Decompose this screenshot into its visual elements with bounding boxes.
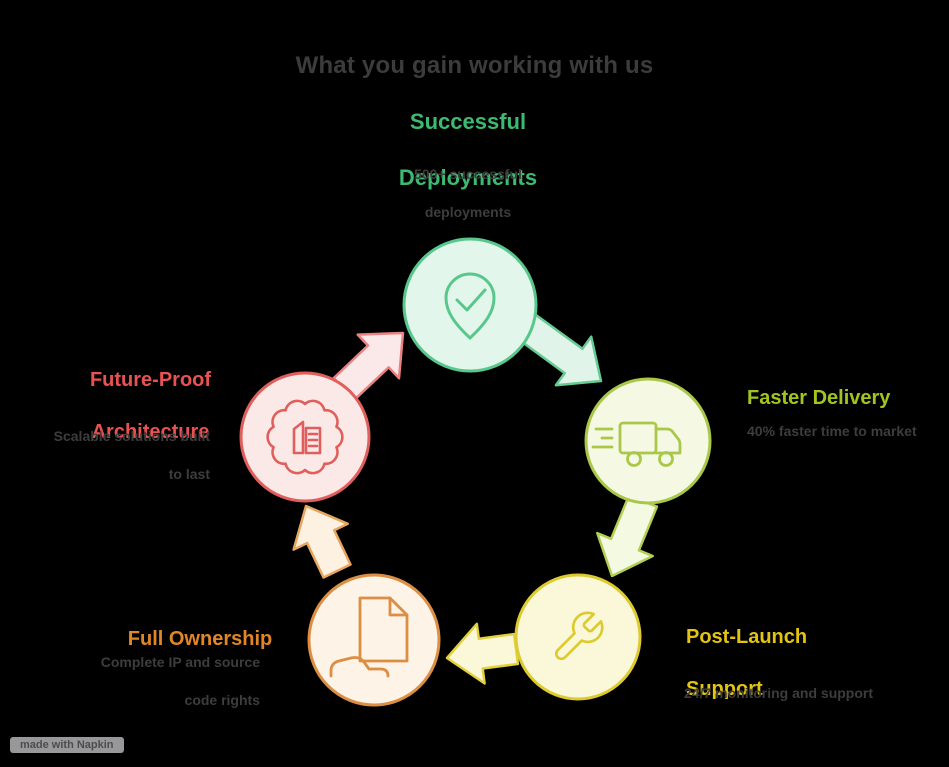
label-line: Successful bbox=[409, 109, 527, 134]
desc-future-proof-architecture: Scalable solutions built to last bbox=[40, 427, 210, 484]
node-future-proof-architecture bbox=[239, 371, 371, 503]
desc-post-launch-support: 24/7 monitoring and support bbox=[684, 685, 874, 701]
label-successful-deployments: Successful Deployments bbox=[348, 108, 588, 192]
node-successful-deployments bbox=[402, 237, 538, 373]
arrow-top-to-right bbox=[516, 313, 603, 387]
desc-line: code rights bbox=[184, 692, 260, 708]
arrow-bottomright-to-bottomleft bbox=[445, 622, 520, 685]
label-line: Support bbox=[686, 678, 763, 700]
desc-faster-delivery: 40% faster time to market bbox=[747, 423, 917, 439]
document-handover-icon bbox=[329, 596, 409, 678]
node-full-ownership bbox=[307, 573, 441, 707]
desc-successful-deployments: 500+ successful deployments bbox=[368, 165, 568, 222]
label-future-proof-architecture: Future-Proof Architecture bbox=[68, 367, 233, 445]
label-line: Post-Launch bbox=[686, 626, 808, 648]
node-circle-bottom-right bbox=[514, 573, 642, 701]
arrow-right-to-bottomright bbox=[596, 494, 659, 578]
label-line: Architecture bbox=[91, 421, 210, 443]
label-post-launch-support: Post-Launch Support bbox=[686, 624, 807, 702]
label-full-ownership: Full Ownership bbox=[127, 628, 273, 650]
desc-line: to last bbox=[168, 466, 210, 482]
cycle-arrows bbox=[292, 313, 659, 685]
check-pin-icon bbox=[444, 272, 496, 340]
desc-line: 500+ successful bbox=[414, 166, 522, 182]
desc-full-ownership: Complete IP and source code rights bbox=[88, 653, 260, 710]
watermark-badge: made with Napkin bbox=[10, 737, 124, 753]
arrow-left-to-top bbox=[332, 331, 405, 402]
label-faster-delivery: Faster Delivery bbox=[747, 387, 891, 409]
desc-line: Scalable solutions built bbox=[53, 428, 210, 444]
desc-line: Complete IP and source bbox=[100, 654, 260, 670]
arrow-bottomleft-to-left bbox=[292, 504, 352, 579]
node-post-launch-support bbox=[514, 573, 642, 701]
node-circle-bottom-left bbox=[307, 573, 441, 707]
diagram-title: What you gain working with us bbox=[295, 52, 654, 79]
wrench-icon bbox=[554, 611, 604, 661]
gear-building-icon bbox=[266, 399, 344, 475]
node-faster-delivery bbox=[584, 377, 712, 505]
node-circle-right bbox=[584, 377, 712, 505]
label-line: Future-Proof bbox=[89, 369, 212, 391]
delivery-truck-icon bbox=[591, 421, 682, 467]
label-line: Deployments bbox=[398, 165, 538, 190]
desc-line: deployments bbox=[424, 204, 512, 220]
